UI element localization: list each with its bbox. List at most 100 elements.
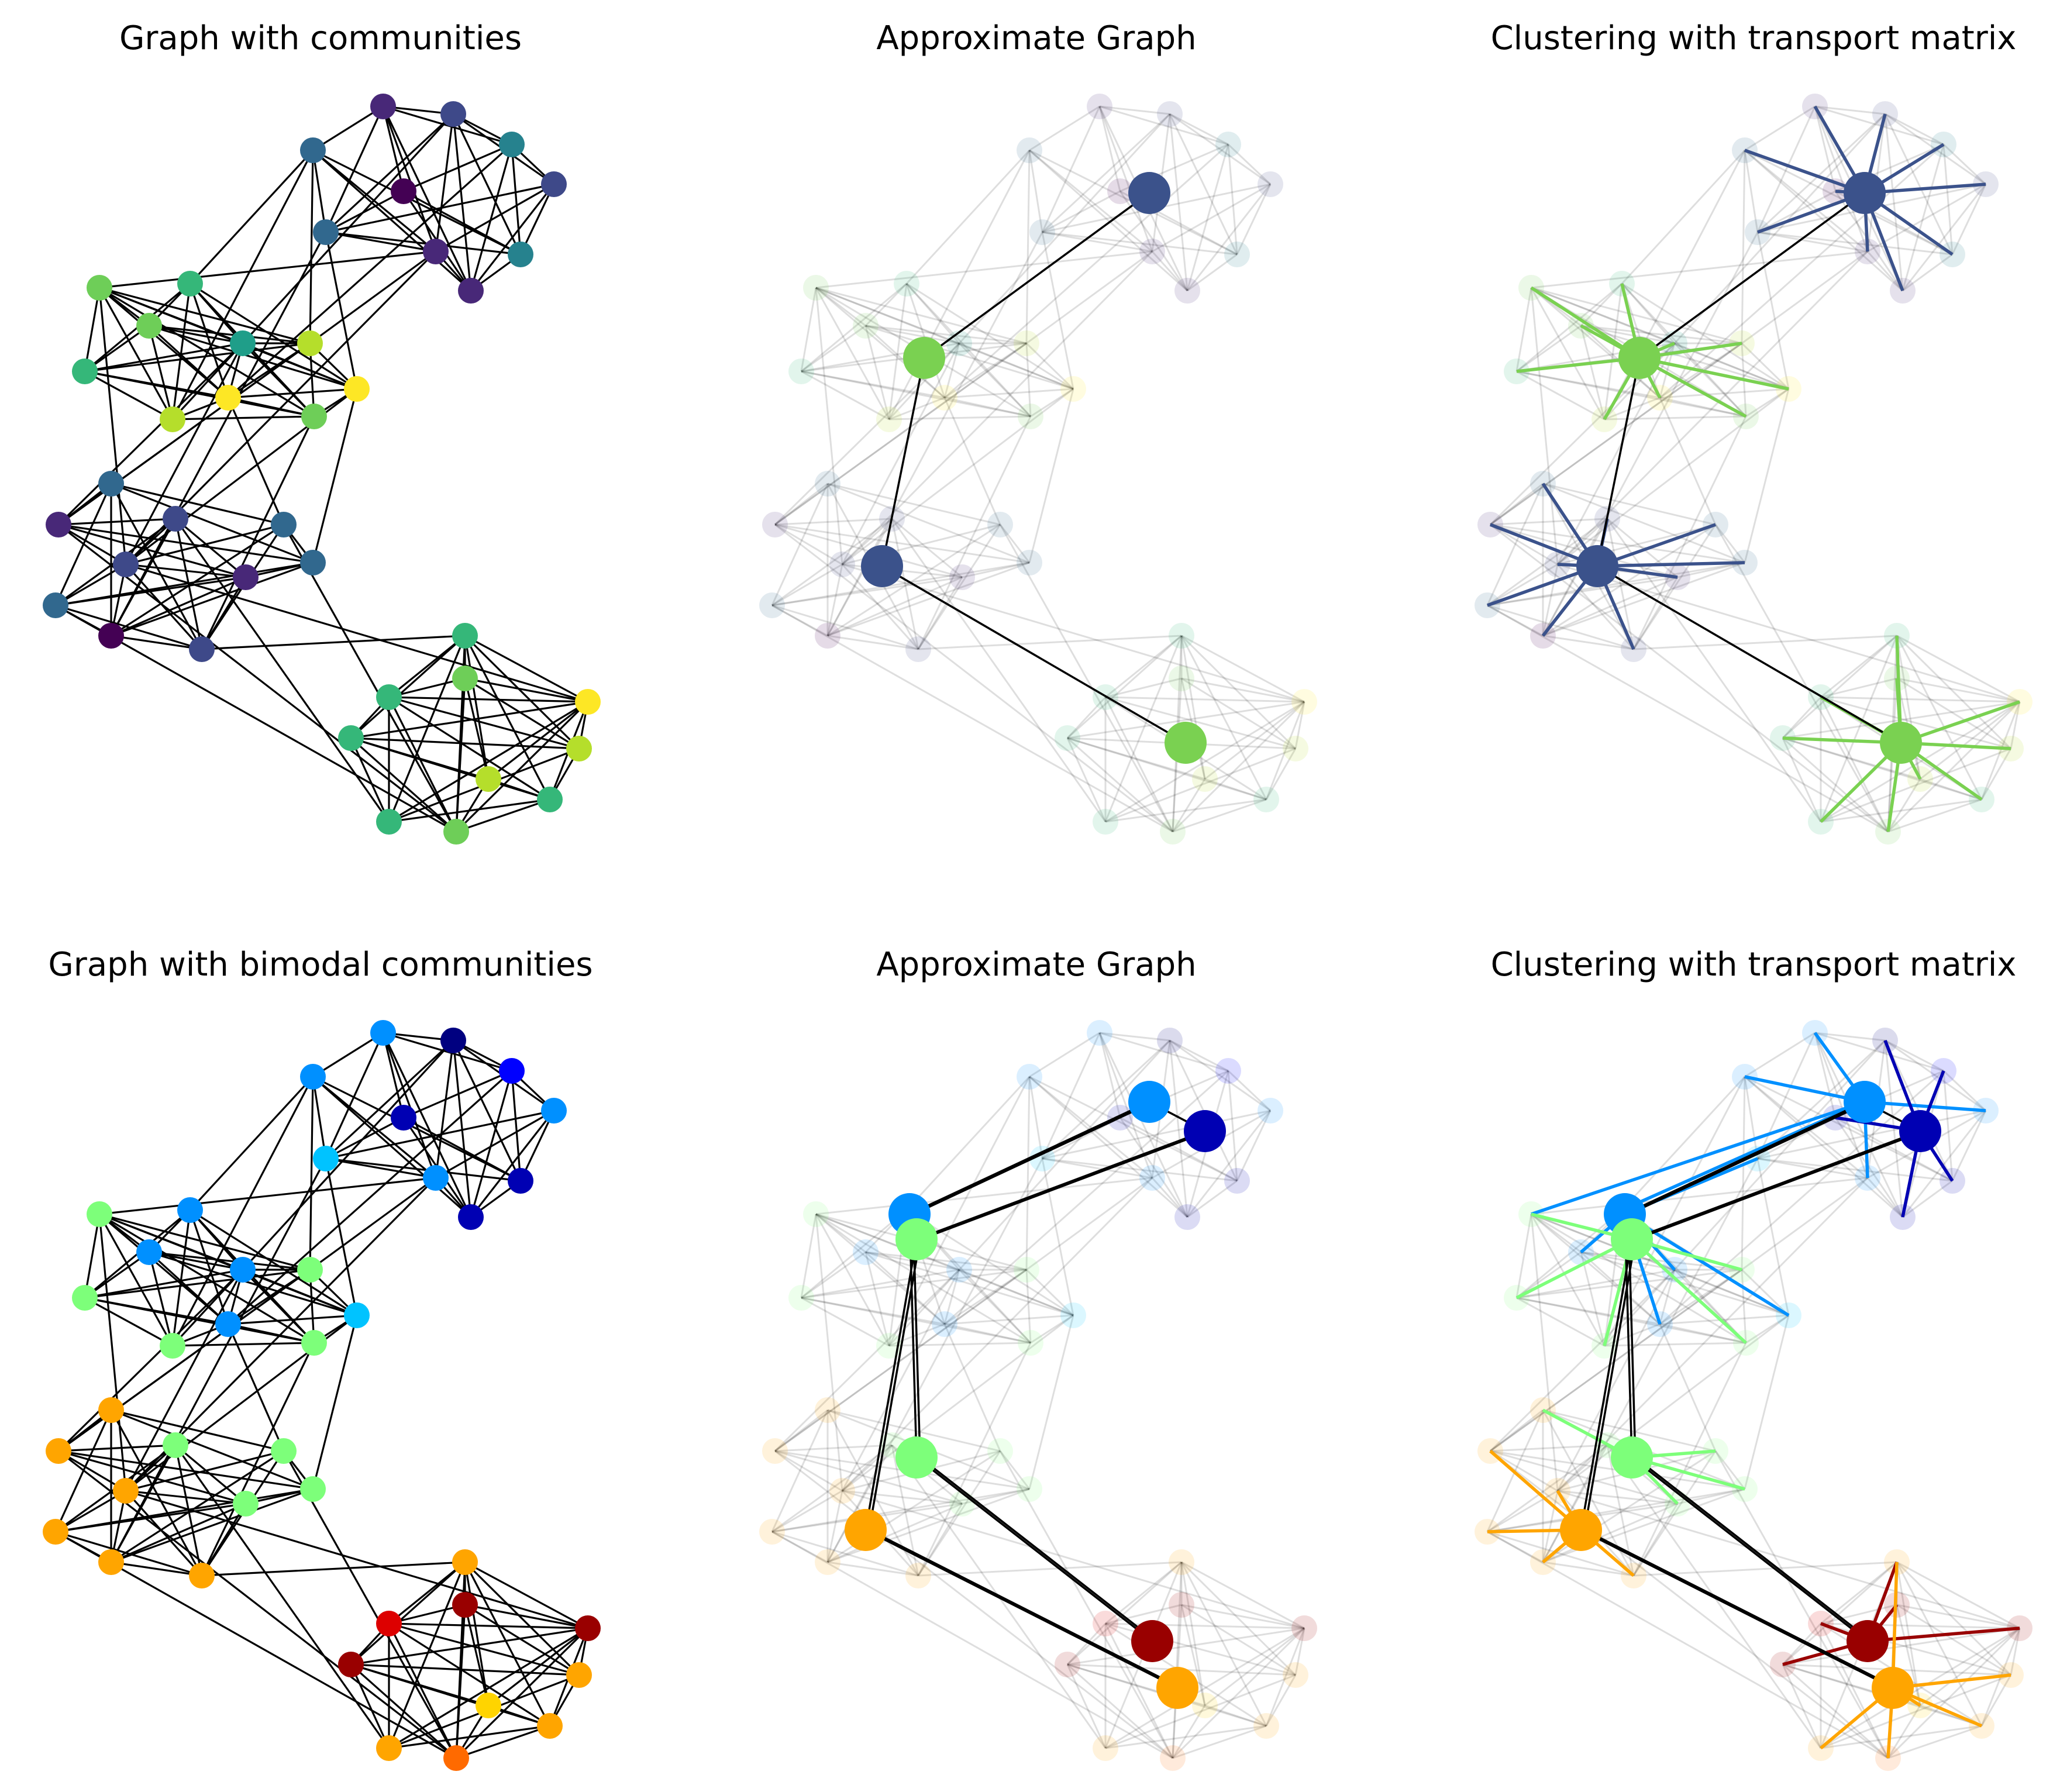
faded-node (762, 512, 788, 537)
faded-node (1169, 1592, 1194, 1618)
graph-edge (312, 388, 358, 563)
graph-node (46, 1438, 71, 1464)
faded-edge (999, 1450, 1174, 1759)
graph-edge (388, 1562, 466, 1749)
graph-edge (57, 1269, 244, 1452)
faded-edge (1782, 1663, 1889, 1759)
graph-edge (325, 106, 384, 233)
graph-node (87, 275, 112, 301)
faded-edge (1026, 250, 1153, 344)
faded-edge (999, 1450, 1031, 1490)
graph-edge (403, 1116, 521, 1182)
faded-edge (944, 1269, 1027, 1325)
graph-node (508, 242, 533, 267)
faded-edge (1580, 325, 1789, 390)
graph-edge (55, 563, 126, 606)
faded-edge (771, 604, 1173, 833)
faded-edge (1105, 1604, 1182, 1625)
faded-edge (1181, 677, 1305, 703)
faded-node (803, 1201, 829, 1227)
faded-edge (958, 342, 1032, 418)
graph-node (452, 1549, 478, 1575)
faded-edge (1896, 635, 2020, 703)
faded-edge (1604, 1342, 1746, 1347)
faded-edge (1820, 1627, 2020, 1749)
faded-edge (1029, 1076, 1238, 1182)
faded-node (932, 1311, 957, 1337)
faded-edge (1025, 342, 1074, 390)
graph-edge (455, 1604, 466, 1759)
faded-edge (1490, 342, 1742, 526)
faded-edge (1580, 325, 1606, 420)
graph-edge (435, 1109, 554, 1179)
faded-edge (1920, 1627, 2020, 1707)
graph-edge (452, 1040, 472, 1218)
faded-edge (1181, 1604, 1305, 1629)
faded-edge (1030, 1314, 1074, 1344)
faded-node (815, 1549, 840, 1575)
graph-edge (519, 184, 555, 255)
hub-edge (919, 1456, 1157, 1642)
faded-edge (1896, 1604, 2011, 1676)
faded-edge (1067, 737, 1173, 833)
graph-node (297, 330, 323, 356)
faded-edge (1942, 144, 1954, 255)
graph-edge (111, 561, 314, 637)
graph-edge (58, 523, 314, 564)
hub-edge (1584, 1529, 1897, 1689)
faded-edge (1604, 397, 1661, 421)
faded-edge (1119, 191, 1189, 291)
faded-edge (1814, 105, 1944, 146)
graph-node (72, 359, 98, 384)
graph-node (338, 1652, 364, 1677)
faded-edge (1099, 1032, 1170, 1042)
graph-edge (111, 1502, 246, 1563)
graph-node (499, 132, 525, 157)
faded-edge (1490, 342, 1742, 526)
faded-edge (888, 342, 960, 421)
hub-node (1184, 1110, 1226, 1152)
faded-node (1060, 1302, 1086, 1328)
hub-node (1156, 1667, 1198, 1709)
faded-edge (1814, 1032, 1837, 1118)
graph-edge (84, 1251, 150, 1299)
hub-node (1611, 1218, 1653, 1260)
faded-edge (1487, 576, 1678, 606)
hub-node (1165, 722, 1207, 764)
faded-edge (1633, 635, 1897, 650)
graph-edge (242, 113, 454, 344)
faded-edge (1604, 415, 1746, 421)
faded-edge (1025, 150, 1031, 344)
faded-node (815, 623, 840, 649)
faded-edge (1490, 1409, 1544, 1452)
graph-node (163, 506, 188, 532)
faded-edge (1516, 325, 1582, 373)
faded-edge (1169, 1040, 1189, 1218)
graph-edge (228, 1314, 357, 1325)
faded-edge (865, 1251, 1074, 1317)
faded-edge (1902, 1180, 1953, 1218)
faded-edge (1580, 282, 1623, 327)
graph-edge (99, 287, 311, 344)
faded-edge (959, 1269, 1074, 1317)
faded-edge (1172, 1627, 1305, 1759)
graph-node (113, 552, 139, 577)
faded-edge (906, 282, 1074, 390)
faded-edge (801, 370, 945, 399)
faded-edge (1181, 677, 1296, 750)
faded-edge (1621, 149, 1746, 285)
graph-edge (99, 250, 436, 289)
hub-edge (869, 1529, 1181, 1689)
faded-edge (1621, 1076, 1746, 1211)
graph-node (458, 1204, 484, 1230)
graph-edge (171, 1209, 191, 1346)
faded-edge (1820, 1604, 1897, 1625)
faded-edge (1516, 1269, 1742, 1299)
graph-edge (84, 325, 150, 373)
faded-edge (1673, 113, 1886, 344)
faded-edge (774, 1444, 893, 1452)
graph-node (313, 219, 339, 245)
faded-edge (1042, 231, 1238, 256)
graph-edge (388, 1604, 466, 1625)
faded-edge (1632, 1342, 1747, 1576)
